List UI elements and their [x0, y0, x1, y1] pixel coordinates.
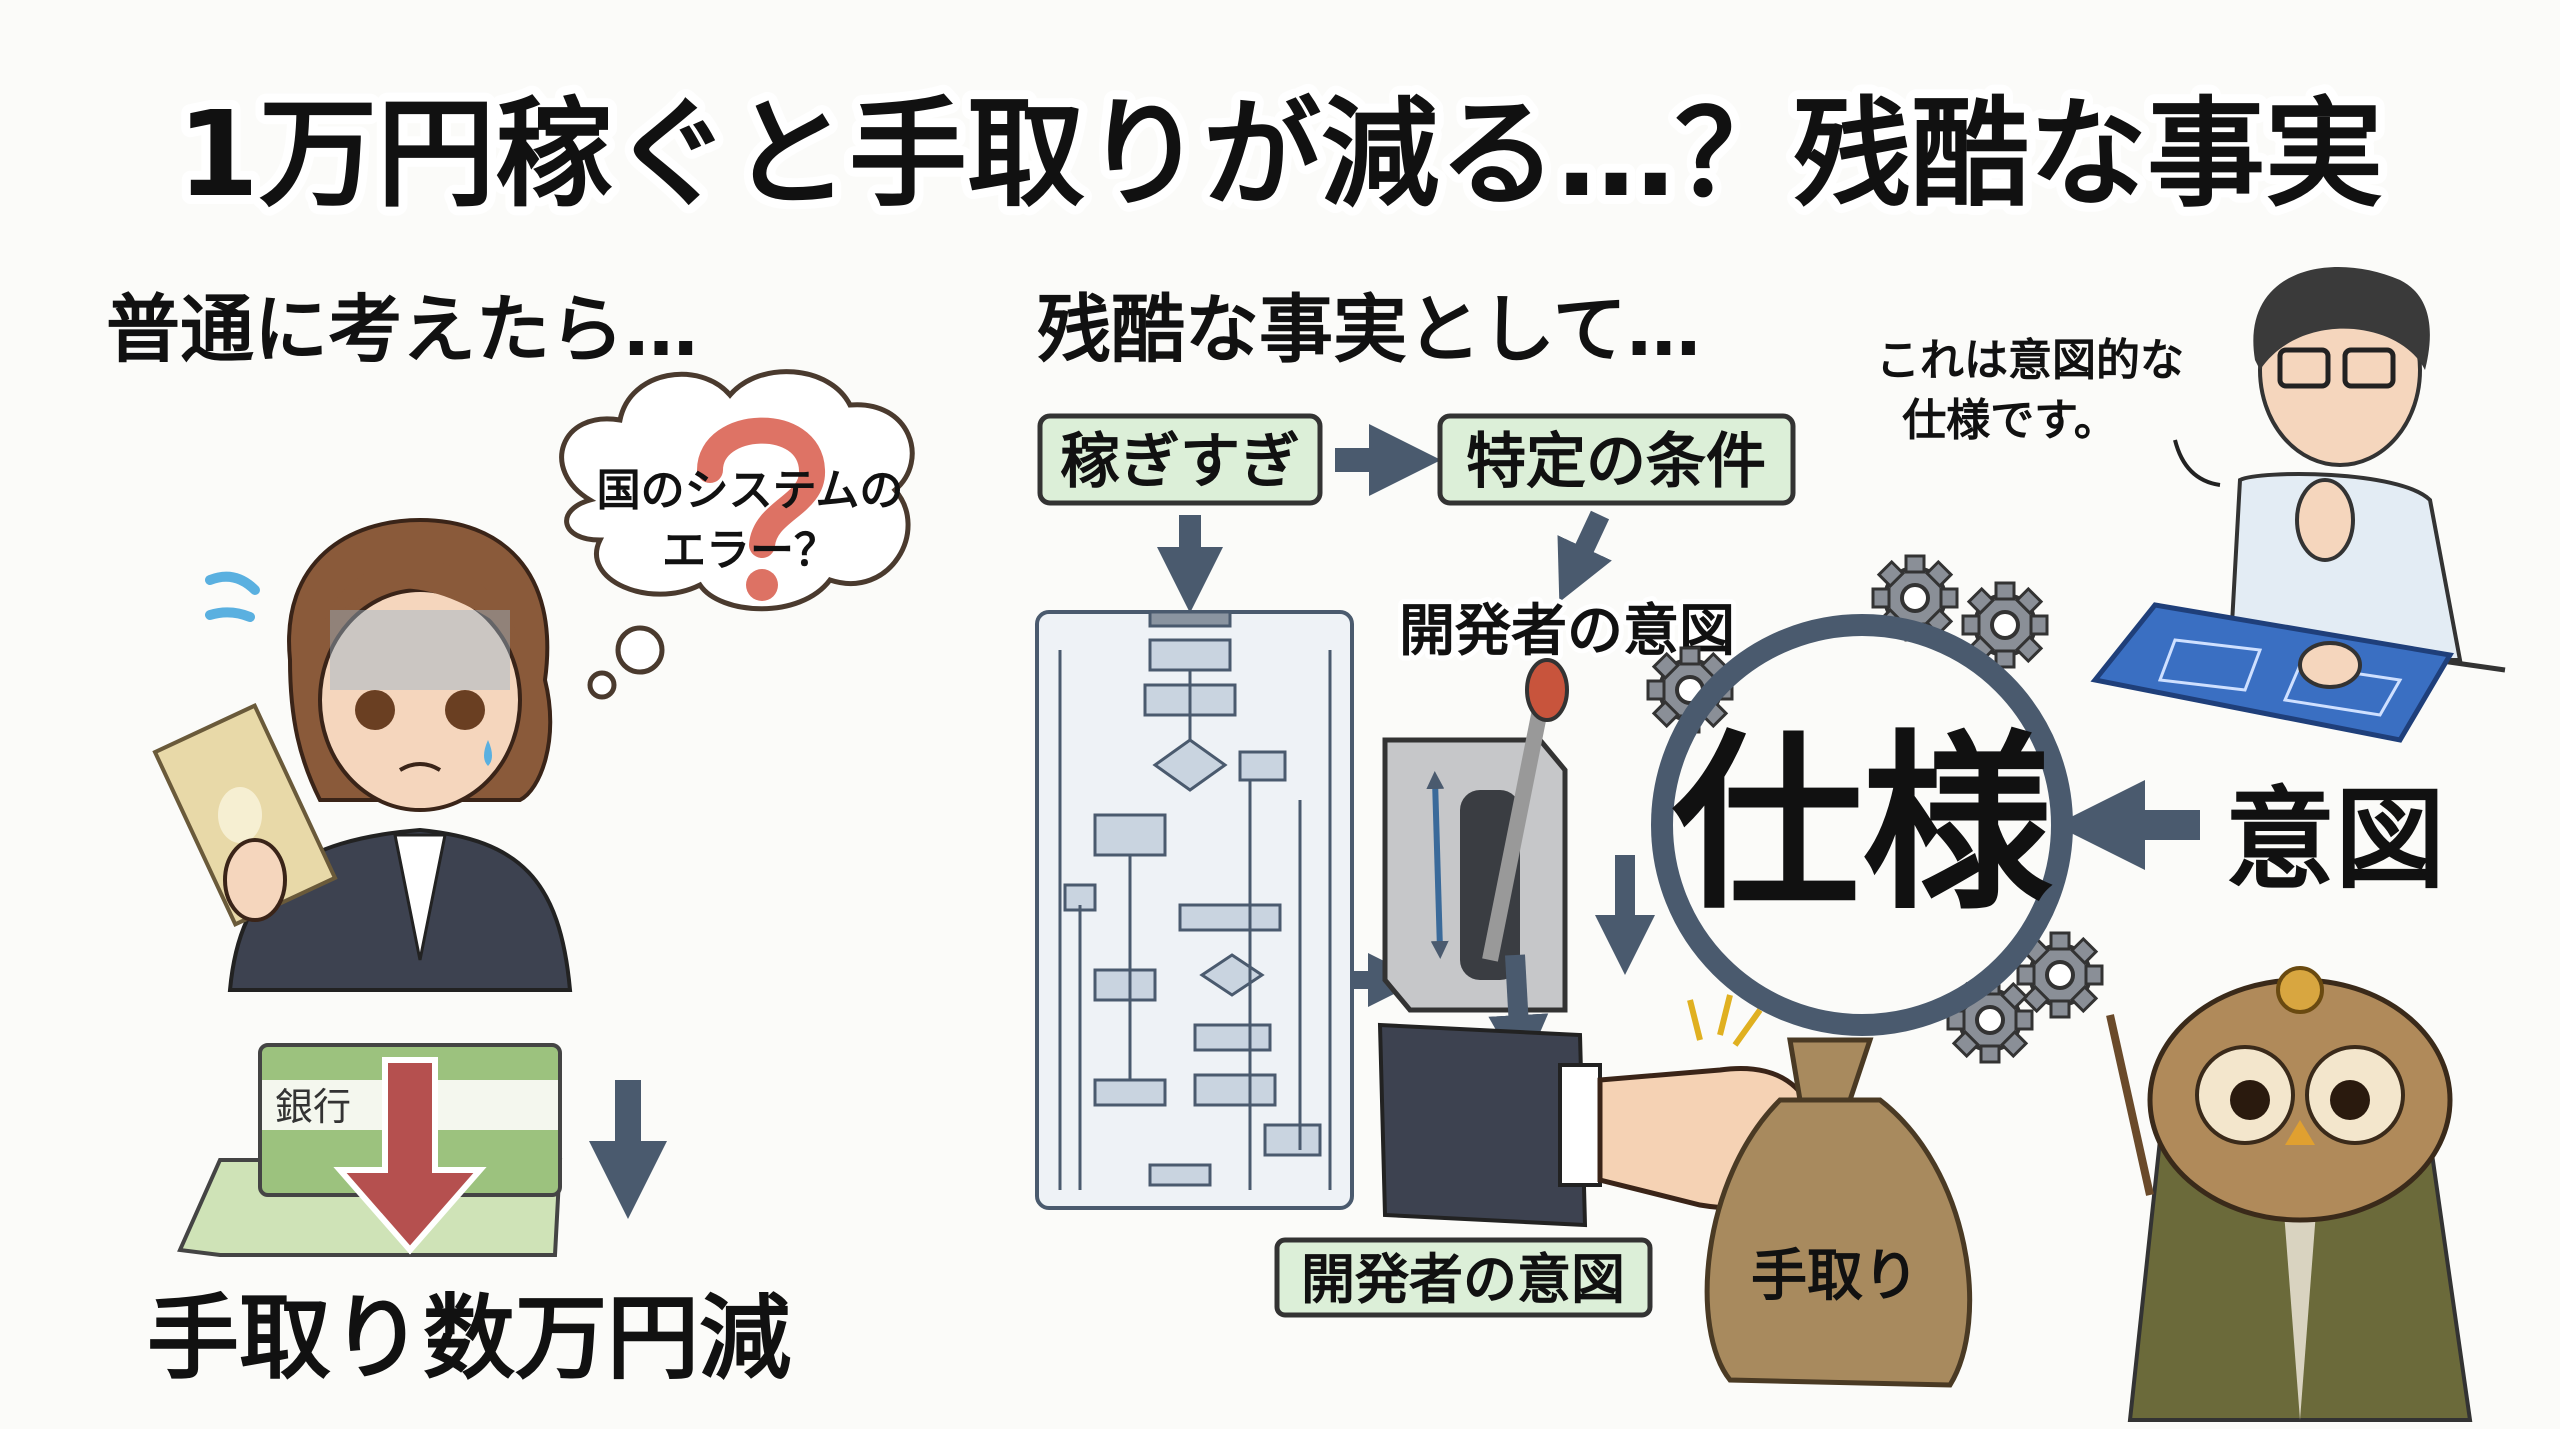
banknote-icon	[152, 702, 338, 928]
thought-line-2: エラー？	[662, 525, 838, 576]
worried-woman-illustration	[152, 517, 573, 992]
speech-line-1: これは意図的な	[1876, 335, 2184, 386]
diagonal-arrow-icon	[1557, 510, 1612, 603]
thought-cloud: 国のシステムの エラー？	[559, 369, 915, 700]
bankbook-illustration: 銀行	[177, 1043, 563, 1257]
net-income-decrease: 手取り数万円減	[147, 1285, 791, 1392]
speech-line-2: 仕様です。	[1902, 395, 2118, 446]
lever-illustration	[1382, 658, 1569, 1013]
flow-box-specific-condition: 特定の条件	[1437, 413, 1796, 506]
spec-label: 仕様	[1672, 714, 2053, 935]
coin-icon	[2276, 966, 2324, 1014]
flow-box-earning-too-much: 稼ぎすぎ	[1037, 413, 1323, 506]
question-mark-icon	[697, 417, 825, 601]
money-bag-illustration: 手取り	[1704, 1037, 1973, 1388]
engineer-illustration	[2090, 266, 2506, 743]
svg-text:開発者の意図: 開発者の意図	[1301, 1248, 1625, 1311]
svg-text:特定の条件: 特定の条件	[1466, 427, 1766, 497]
right-heading: 残酷な事実として…	[1037, 287, 1701, 373]
blueprint-tablet	[2090, 602, 2454, 743]
speech-tail	[2173, 439, 2221, 487]
bag-label: 手取り	[1751, 1244, 1919, 1309]
owl-mascot-illustration	[2106, 966, 2473, 1422]
svg-text:稼ぎすぎ: 稼ぎすぎ	[1060, 427, 1300, 497]
flow-box-developer-intent: 開発者の意図	[1274, 1237, 1653, 1318]
page-title: 1万円稼ぐと手取りが減る…？残酷な事実	[177, 85, 2383, 223]
intent-label: 意図	[2225, 776, 2445, 904]
red-down-arrow-icon	[333, 1057, 487, 1255]
bank-label: 銀行	[275, 1085, 351, 1129]
thought-line-1: 国のシステムの	[597, 465, 904, 516]
flowchart-panel	[1035, 610, 1354, 1210]
left-heading: 普通に考えたら…	[106, 287, 698, 373]
